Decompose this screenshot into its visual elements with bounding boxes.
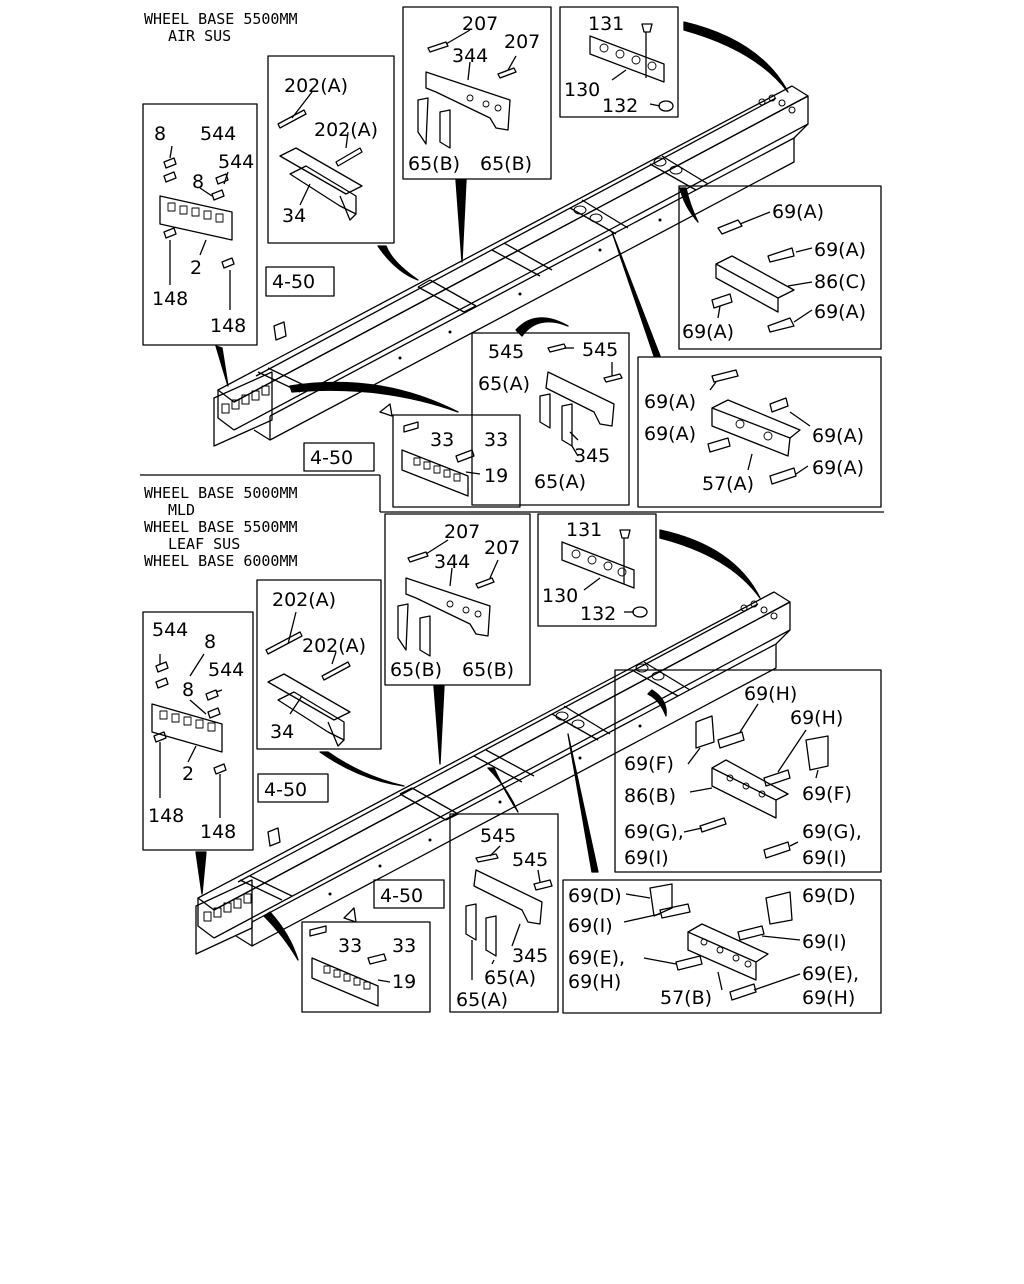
- callout-label: 33: [392, 935, 416, 957]
- upper-header-line-1: WHEEL BASE 5500MM: [144, 10, 298, 28]
- callout-label: 69(A): [772, 201, 824, 223]
- callout-label: 207: [484, 537, 520, 559]
- callout-label: 69(E),: [802, 963, 859, 985]
- callout-label: 148: [210, 315, 246, 337]
- callout-label: 69(A): [814, 239, 866, 261]
- callout-label: 544: [218, 151, 254, 173]
- callout-label: 34: [270, 721, 294, 743]
- callout-label: 544: [208, 659, 244, 681]
- lower-header-line-2: MLD: [168, 501, 195, 519]
- upper-header-line-2: AIR SUS: [168, 27, 231, 45]
- lower-header-line-3: WHEEL BASE 5500MM: [144, 518, 298, 536]
- callout-label: 202(A): [314, 119, 378, 141]
- lower-header-line-5: WHEEL BASE 6000MM: [144, 552, 298, 570]
- callout-label: 65(B): [408, 153, 460, 175]
- lower-section: WHEEL BASE 5000MM MLD WHEEL BASE 5500MM …: [144, 484, 862, 1011]
- callout-label: 544: [200, 123, 236, 145]
- callout-label: 69(D): [802, 885, 856, 907]
- callout-label: 86(C): [814, 271, 866, 293]
- callout-label: 69(F): [802, 783, 852, 805]
- callout-label: 207: [504, 31, 540, 53]
- callout-label: 69(E),: [568, 947, 625, 969]
- callout-label: 345: [574, 445, 610, 467]
- callout-label: 65(A): [484, 967, 536, 989]
- callout-label: 131: [588, 13, 624, 35]
- callout-label: 69(A): [644, 391, 696, 413]
- callout-label: 2: [190, 257, 202, 279]
- lower-frame-assembly-drawing: [142, 513, 882, 1014]
- callout-label: 69(A): [814, 301, 866, 323]
- callout-label: 344: [434, 551, 470, 573]
- page-reference-label: 4-50: [272, 271, 315, 293]
- callout-label: 65(A): [478, 373, 530, 395]
- lower-header-line-4: LEAF SUS: [168, 535, 240, 553]
- callout-label: 57(B): [660, 987, 712, 1009]
- callout-label: 202(A): [284, 75, 348, 97]
- callout-label: 8: [154, 123, 166, 145]
- callout-label: 207: [462, 13, 498, 35]
- callout-label: 69(D): [568, 885, 622, 907]
- callout-label: 69(A): [682, 321, 734, 343]
- upper-section: WHEEL BASE 5500MM AIR SUS 8 544 544 8 2 …: [144, 10, 866, 495]
- callout-label: 131: [566, 519, 602, 541]
- callout-label: 545: [512, 849, 548, 871]
- callout-label: 2: [182, 763, 194, 785]
- callout-label: 545: [480, 825, 516, 847]
- callout-label: 132: [580, 603, 616, 625]
- callout-label: 69(A): [812, 425, 864, 447]
- callout-label: 545: [582, 339, 618, 361]
- callout-label: 69(F): [624, 753, 674, 775]
- callout-label: 69(G),: [624, 821, 684, 843]
- callout-label: 69(I): [802, 931, 847, 953]
- callout-label: 69(I): [802, 847, 847, 869]
- callout-label: 69(H): [802, 987, 855, 1009]
- callout-label: 132: [602, 95, 638, 117]
- callout-label: 202(A): [302, 635, 366, 657]
- callout-label: 148: [152, 288, 188, 310]
- page-reference-label: 4-50: [264, 779, 307, 801]
- callout-label: 130: [564, 79, 600, 101]
- page-reference-label: 4-50: [380, 885, 423, 907]
- callout-label: 65(B): [390, 659, 442, 681]
- callout-label: 130: [542, 585, 578, 607]
- callout-label: 344: [452, 45, 488, 67]
- callout-label: 33: [338, 935, 362, 957]
- callout-label: 8: [182, 679, 194, 701]
- callout-label: 69(A): [812, 457, 864, 479]
- callout-label: 19: [392, 971, 416, 993]
- callout-label: 65(B): [480, 153, 532, 175]
- callout-label: 65(A): [534, 471, 586, 493]
- callout-label: 19: [484, 465, 508, 487]
- callout-label: 202(A): [272, 589, 336, 611]
- callout-label: 69(G),: [802, 821, 862, 843]
- callout-label: 69(I): [624, 847, 669, 869]
- callout-label: 34: [282, 205, 306, 227]
- lower-header-line-1: WHEEL BASE 5000MM: [144, 484, 298, 502]
- callout-label: 148: [200, 821, 236, 843]
- callout-label: 345: [512, 945, 548, 967]
- callout-label: 544: [152, 619, 188, 641]
- callout-label: 69(H): [744, 683, 797, 705]
- callout-label: 8: [192, 171, 204, 193]
- callout-label: 69(H): [568, 971, 621, 993]
- callout-label: 65(B): [462, 659, 514, 681]
- page-reference-label: 4-50: [310, 447, 353, 469]
- callout-label: 33: [484, 429, 508, 451]
- callout-label: 69(A): [644, 423, 696, 445]
- callout-label: 69(I): [568, 915, 613, 937]
- callout-label: 8: [204, 631, 216, 653]
- callout-label: 57(A): [702, 473, 754, 495]
- callout-label: 33: [430, 429, 454, 451]
- callout-label: 545: [488, 341, 524, 363]
- callout-label: 86(B): [624, 785, 676, 807]
- upper-frame-assembly-drawing: [139, 6, 885, 513]
- callout-label: 69(H): [790, 707, 843, 729]
- callout-label: 65(A): [456, 989, 508, 1011]
- callout-label: 148: [148, 805, 184, 827]
- callout-label: 207: [444, 521, 480, 543]
